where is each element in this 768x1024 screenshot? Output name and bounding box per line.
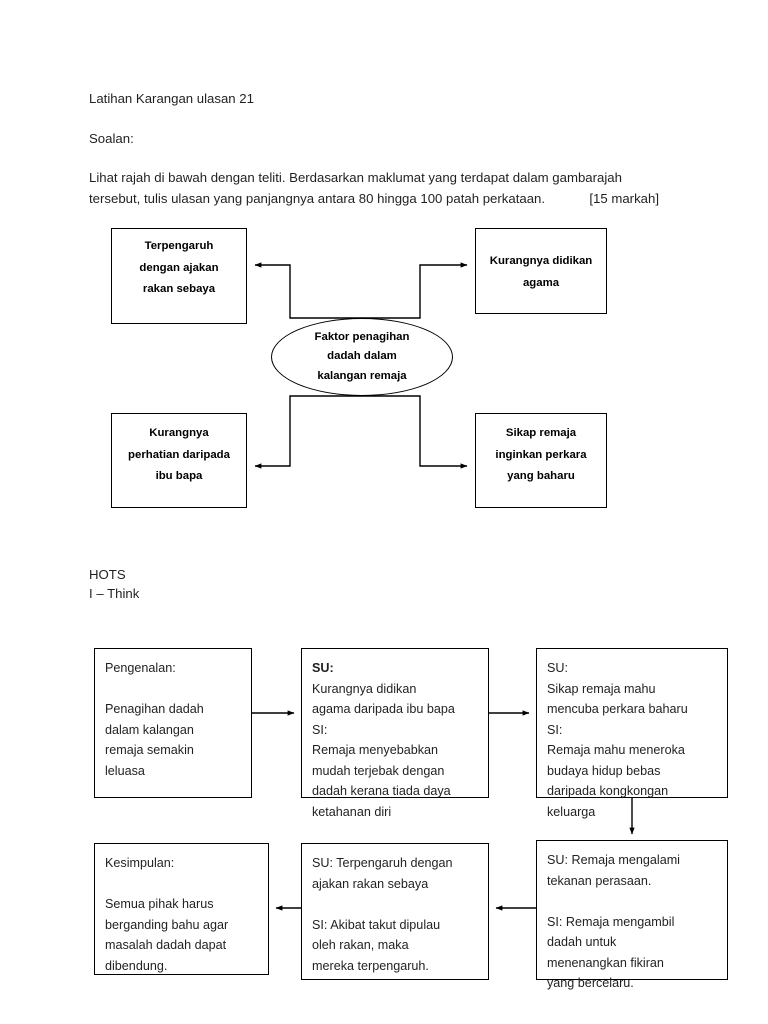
concept-box-religious-education-label: Kurangnya didikan agama	[489, 255, 593, 289]
instruction-text: Lihat rajah di bawah dengan teliti. Berd…	[89, 170, 626, 206]
flow-box-religious-education-text: SU: Kurangnya didikan agama daripada ibu…	[312, 658, 479, 822]
concept-box-parental-attention: Kurangnya perhatian daripada ibu bapa	[111, 413, 247, 508]
page-title: Latihan Karangan ulasan 21	[89, 91, 254, 106]
concept-box-peer-influence: Terpengaruh dengan ajakan rakan sebaya	[111, 228, 247, 324]
concept-box-teen-curiosity-label: Sikap remaja inginkan perkara yang bahar…	[495, 427, 587, 482]
connector-center-to-religious-education	[362, 262, 468, 319]
question-header: Latihan Karangan ulasan 21 Soalan: Lihat…	[89, 88, 659, 209]
connector-center-to-parental-attention	[254, 395, 362, 469]
flow-box-religious-education-lead: SU:	[312, 661, 334, 675]
flow-box-introduction: Pengenalan: Penagihan dadah dalam kalang…	[94, 648, 252, 798]
flow-box-emotional-stress: SU: Remaja mengalami tekanan perasaan. S…	[536, 840, 728, 990]
soalan-label: Soalan:	[89, 131, 134, 146]
hots-subheading: I – Think	[89, 586, 140, 601]
concept-center-ellipse: Faktor penagihan dadah dalam kalangan re…	[271, 318, 453, 396]
concept-box-religious-education: Kurangnya didikan agama	[475, 228, 607, 314]
marks-label: [15 markah]	[589, 191, 659, 206]
flow-box-emotional-stress-text: SU: Remaja mengalami tekanan perasaan. S…	[547, 853, 680, 990]
flow-box-conclusion: Kesimpulan: Semua pihak harus berganding…	[94, 843, 269, 975]
flow-box-religious-education: SU: Kurangnya didikan agama daripada ibu…	[301, 648, 489, 819]
flow-box-peer-influence: SU: Terpengaruh dengan ajakan rakan seba…	[301, 843, 489, 980]
concept-box-teen-curiosity: Sikap remaja inginkan perkara yang bahar…	[475, 413, 607, 508]
flow-box-religious-education-body: Kurangnya didikan agama daripada ibu bap…	[312, 681, 455, 819]
concept-center-label: Faktor penagihan dadah dalam kalangan re…	[314, 330, 410, 382]
concept-box-parental-attention-label: Kurangnya perhatian daripada ibu bapa	[128, 427, 230, 482]
concept-box-peer-influence-label: Terpengaruh dengan ajakan rakan sebaya	[139, 240, 219, 295]
connector-center-to-peer-influence	[254, 262, 362, 319]
flow-box-conclusion-text: Kesimpulan: Semua pihak harus berganding…	[105, 856, 229, 973]
flow-box-curiosity: SU: Sikap remaja mahu mencuba perkara ba…	[536, 648, 728, 819]
connector-center-to-teen-curiosity	[362, 395, 468, 469]
hots-heading: HOTS	[89, 567, 126, 582]
hots-section: HOTS I – Think	[89, 565, 139, 603]
flow-box-peer-influence-text: SU: Terpengaruh dengan ajakan rakan seba…	[312, 856, 453, 973]
flow-box-curiosity-text: SU: Sikap remaja mahu mencuba perkara ba…	[547, 661, 688, 819]
instruction-paragraph: Lihat rajah di bawah dengan teliti. Berd…	[89, 167, 659, 209]
flow-box-introduction-text: Pengenalan: Penagihan dadah dalam kalang…	[105, 661, 204, 778]
